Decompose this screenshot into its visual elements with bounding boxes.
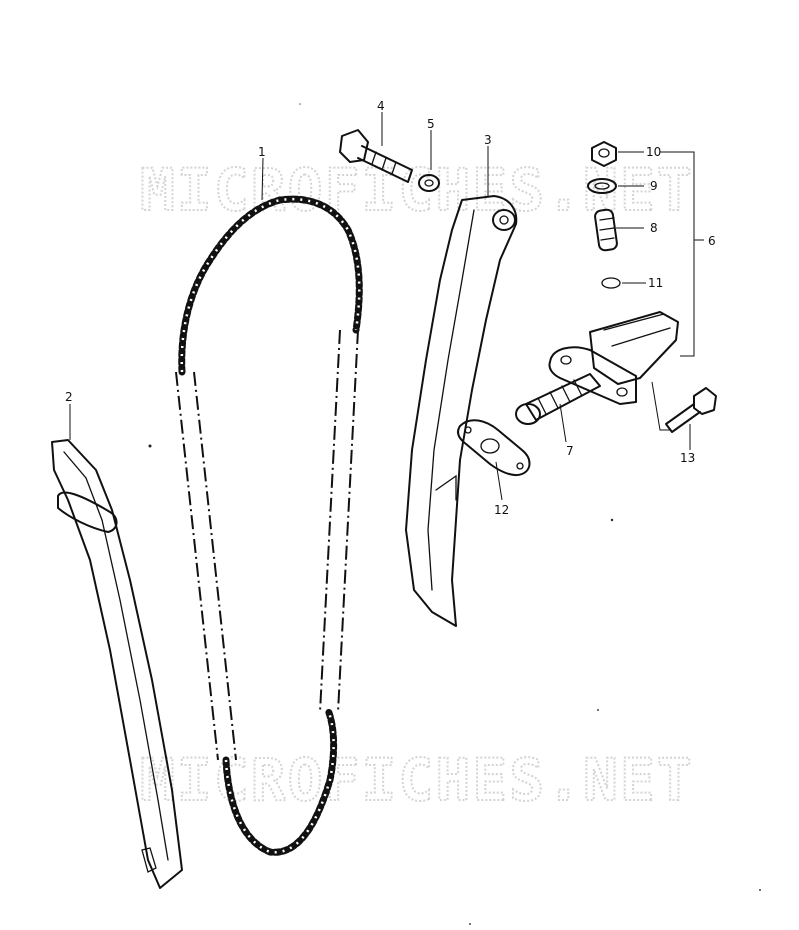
part-label-10: 10 (646, 145, 661, 159)
gasket-part (457, 419, 531, 476)
washer-part (418, 174, 440, 192)
part-label-3: 3 (484, 133, 492, 147)
tensioner-guide-part (405, 195, 518, 627)
part-label-6: 6 (708, 234, 716, 248)
tensioner-bolt-part (665, 387, 717, 433)
o-ring-part (601, 277, 621, 289)
leader-lines (69, 112, 704, 501)
part-label-9: 9 (650, 179, 658, 193)
part-label-7: 7 (566, 444, 574, 458)
tensioner-adjuster-part (515, 311, 679, 425)
nut-part (591, 141, 617, 167)
watermark-bottom: MICROFICHES.NET (140, 746, 694, 814)
chain-guide-part (51, 439, 183, 889)
spring-part (594, 208, 618, 252)
scan-specks (148, 103, 761, 925)
part-label-2: 2 (65, 390, 73, 404)
guide-bolt-part (339, 129, 413, 183)
watermark-top: MICROFICHES.NET (140, 156, 694, 224)
part-label-11: 11 (648, 276, 663, 290)
part-label-4: 4 (377, 99, 385, 113)
lock-washer-part (587, 178, 617, 194)
cam-chain-part (175, 195, 363, 856)
part-label-12: 12 (494, 503, 509, 517)
part-label-13: 13 (680, 451, 695, 465)
part-label-5: 5 (427, 117, 435, 131)
part-label-8: 8 (650, 221, 658, 235)
part-label-1: 1 (258, 145, 266, 159)
